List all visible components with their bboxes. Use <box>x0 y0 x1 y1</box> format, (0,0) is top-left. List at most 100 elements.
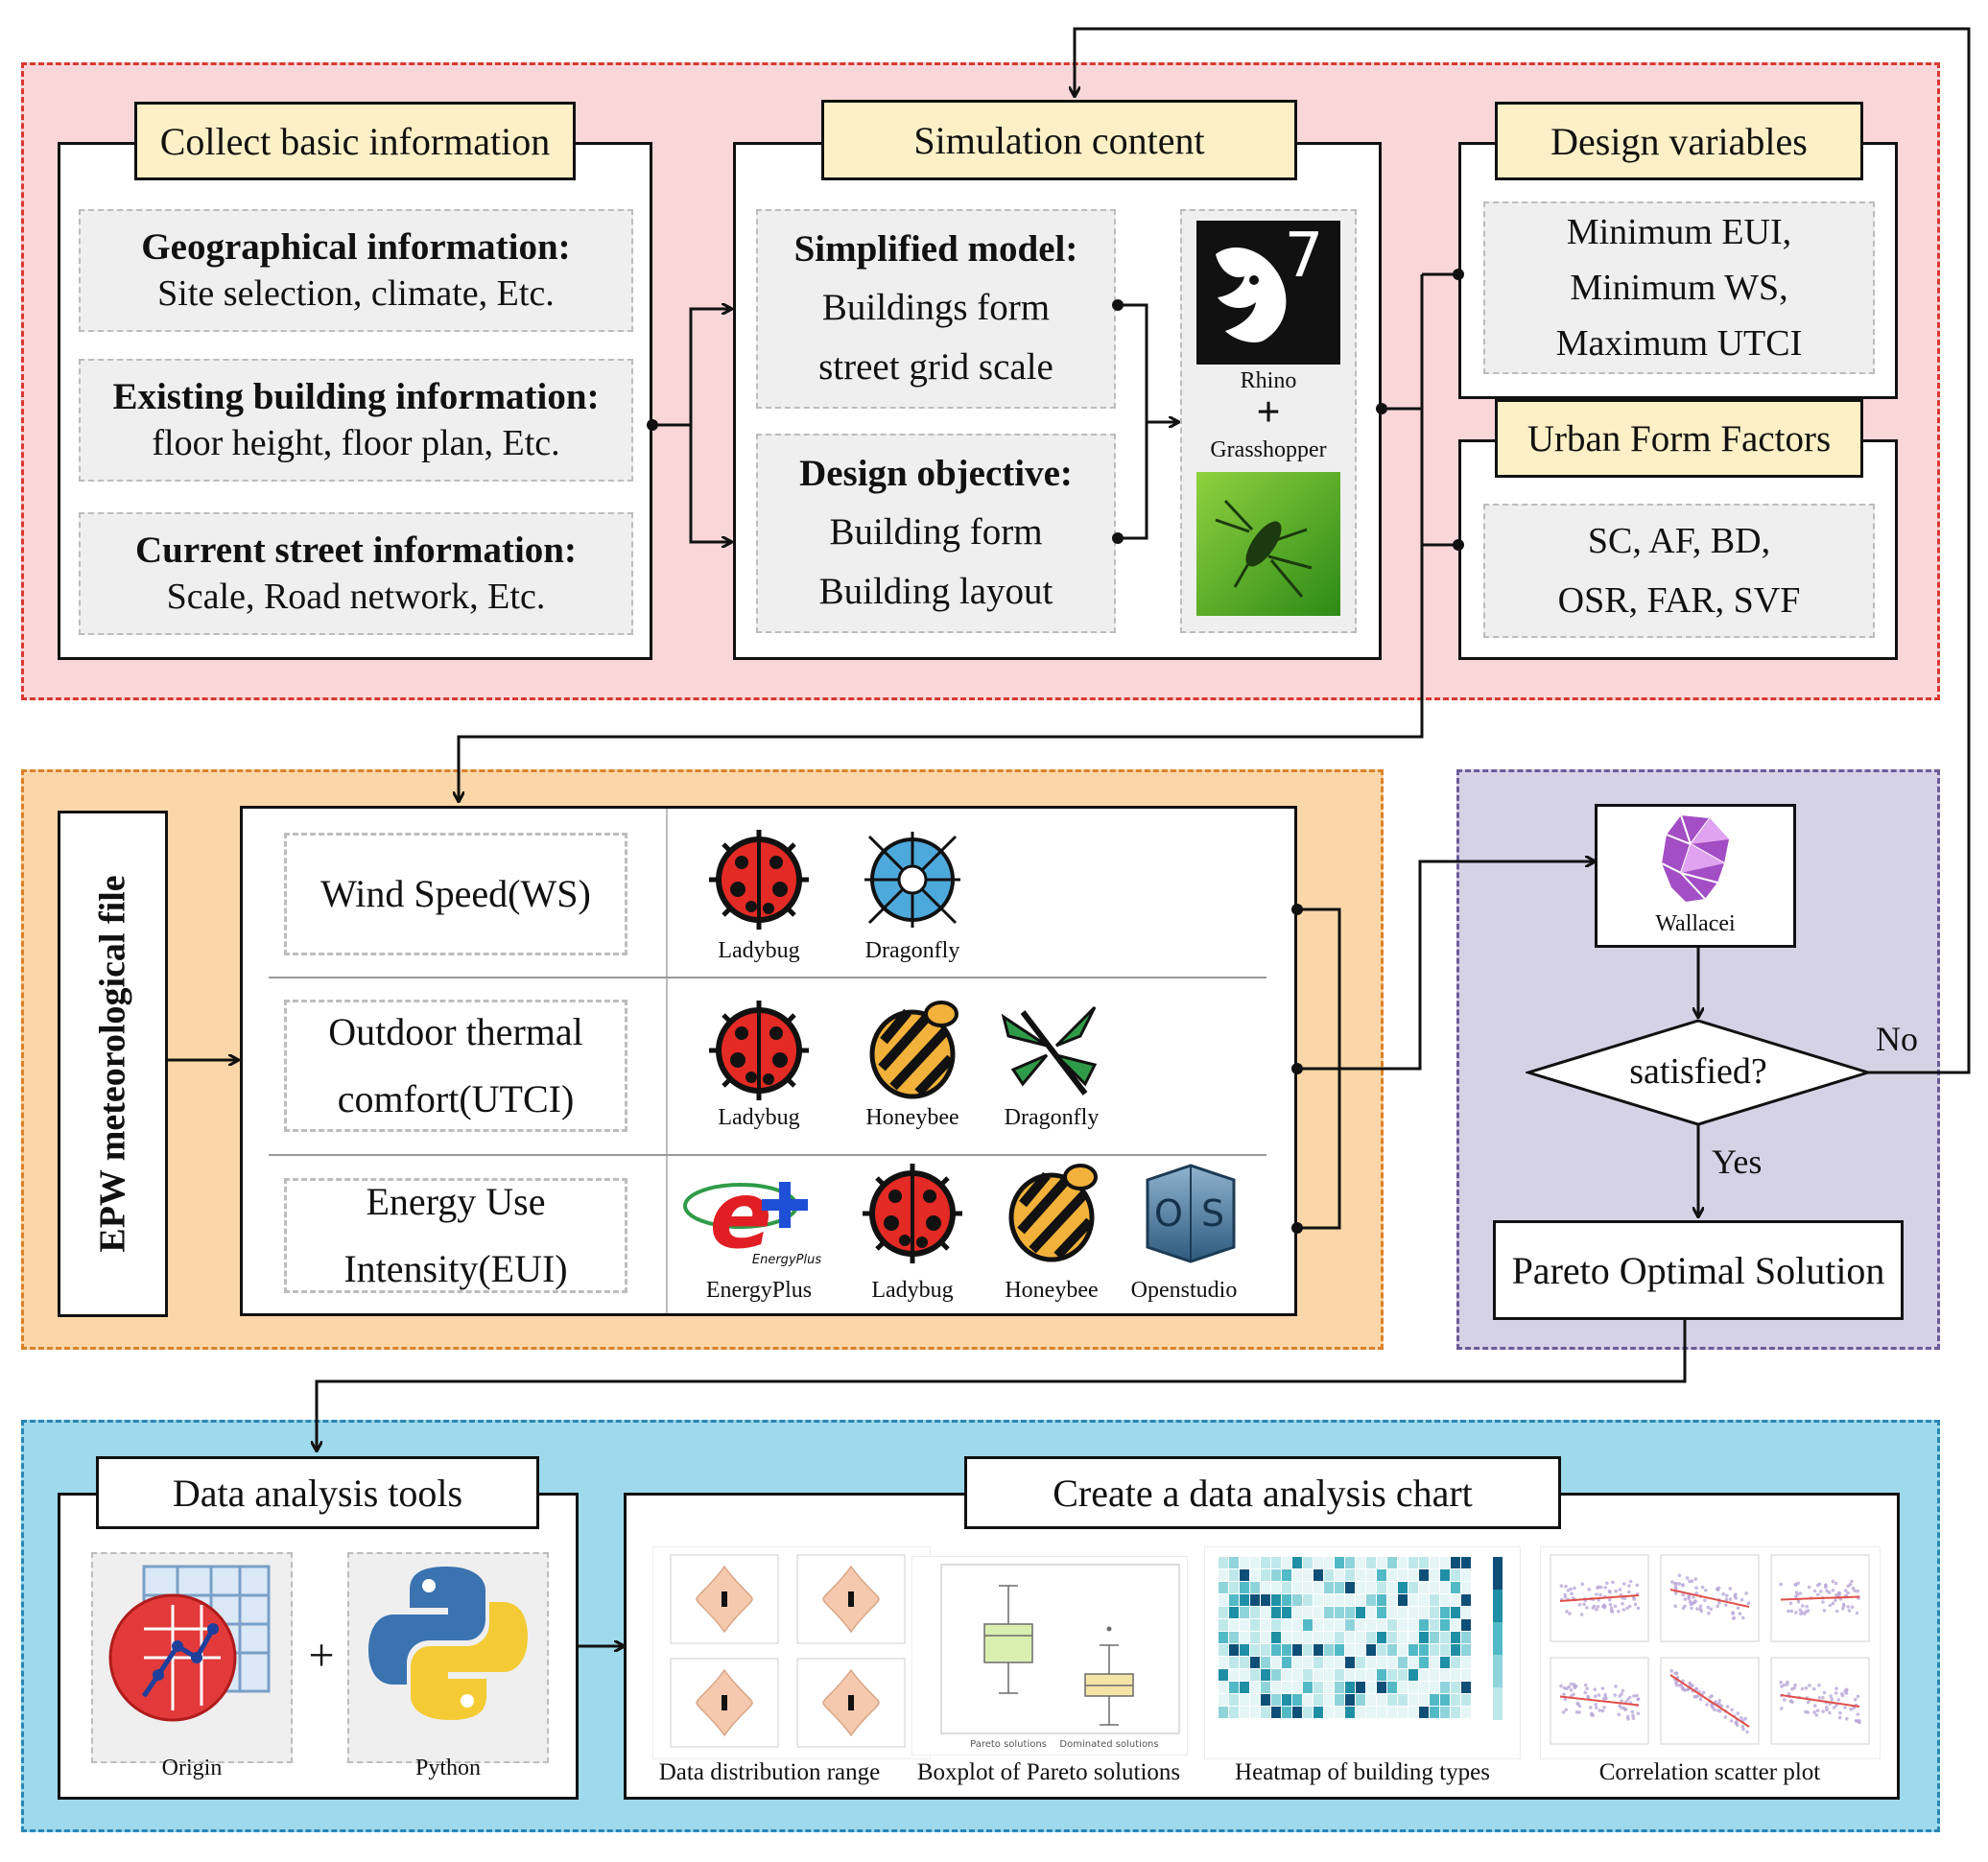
scatter-point <box>1808 1684 1811 1687</box>
honeybee-icon <box>869 1001 958 1099</box>
boxplot-category: Pareto solutions <box>970 1739 1047 1750</box>
heatmap-cell <box>1366 1557 1376 1568</box>
pareto-solution-box: Pareto Optimal Solution <box>1493 1220 1904 1320</box>
scatter-point <box>1830 1697 1834 1701</box>
heatmap-cell <box>1408 1632 1418 1643</box>
heatmap-cell <box>1335 1557 1344 1568</box>
scatter-point <box>1679 1683 1683 1687</box>
heatmap-cell <box>1430 1632 1439 1643</box>
heatmap-cell <box>1324 1669 1334 1681</box>
analysis-tools-title: Data analysis tools <box>96 1456 539 1529</box>
scatter-point <box>1716 1709 1720 1712</box>
boxplot-chart-thumbnail: Pareto solutions Dominated solutions <box>911 1556 1188 1756</box>
heatmap-cell <box>1408 1582 1418 1593</box>
scatter-point <box>1691 1602 1694 1606</box>
heatmap-cell <box>1335 1582 1344 1593</box>
scatter-point <box>1738 1612 1742 1615</box>
scatter-point <box>1562 1692 1566 1696</box>
heatmap-cell <box>1335 1569 1344 1581</box>
row-label-line: Wind Speed(WS) <box>320 872 591 915</box>
scatter-point <box>1850 1579 1854 1584</box>
heatmap-cell <box>1419 1619 1429 1631</box>
scatter-point <box>1562 1685 1567 1690</box>
scatter-point <box>1796 1599 1801 1604</box>
scatter-point <box>1618 1588 1622 1591</box>
heatmap-cell <box>1282 1644 1291 1656</box>
scatter-point <box>1580 1582 1585 1587</box>
scatter-point <box>1598 1592 1602 1597</box>
heatmap-cell <box>1377 1669 1386 1681</box>
scatter-point <box>1585 1686 1589 1690</box>
scatter-point <box>1855 1611 1859 1615</box>
scatter-point <box>1688 1682 1692 1686</box>
card-heading: Design objective: <box>799 453 1073 494</box>
scatter-point <box>1694 1686 1698 1691</box>
scatter-panel-frame <box>1770 1657 1870 1745</box>
heatmap-cell <box>1451 1657 1460 1668</box>
heatmap-cell <box>1261 1582 1270 1593</box>
heatmap-cell <box>1261 1694 1270 1706</box>
scatter-point <box>1582 1602 1586 1607</box>
scatter-point <box>1831 1601 1835 1606</box>
tools-row-divider <box>269 1154 1266 1156</box>
heatmap-cell <box>1219 1557 1228 1568</box>
scatter-point <box>1787 1691 1791 1696</box>
scatter-point <box>1674 1671 1679 1676</box>
card-text: Scale, Road network, Etc. <box>166 577 546 617</box>
heatmap-cell <box>1356 1569 1365 1581</box>
scatter-point <box>1780 1685 1784 1688</box>
heatmap-cell <box>1219 1594 1228 1606</box>
row-label-line: comfort(UTCI) <box>337 1077 575 1120</box>
heatmap-cell <box>1451 1707 1460 1718</box>
heatmap-cell <box>1398 1657 1408 1668</box>
heatmap-cell <box>1356 1619 1365 1631</box>
scatter-point <box>1569 1587 1573 1591</box>
heatmap-cell <box>1356 1582 1365 1593</box>
scatter-point <box>1731 1611 1735 1615</box>
scatter-point <box>1585 1606 1589 1610</box>
heatmap-cell <box>1324 1569 1334 1581</box>
scatter-point <box>1717 1601 1721 1605</box>
scatter-point <box>1628 1579 1633 1584</box>
heatmap-cell <box>1451 1569 1460 1581</box>
heatmap-cell <box>1314 1594 1323 1606</box>
scatter-point <box>1598 1585 1603 1590</box>
heatmap-cell <box>1366 1619 1376 1631</box>
heatmap-cell <box>1314 1632 1323 1643</box>
heatmap-cell <box>1377 1619 1386 1631</box>
tool-label: Ladybug <box>718 938 800 963</box>
heatmap-cell <box>1271 1569 1281 1581</box>
scatter-svg <box>1550 1554 1870 1745</box>
scatter-point <box>1840 1692 1844 1696</box>
scatter-point <box>1631 1716 1636 1720</box>
heatmap-cell <box>1303 1569 1313 1581</box>
heatmap-cell <box>1419 1582 1429 1593</box>
scatter-point <box>1588 1706 1593 1709</box>
scatter-point <box>1804 1709 1808 1714</box>
scatter-point <box>1831 1579 1835 1584</box>
scatter-point <box>1724 1597 1729 1601</box>
heatmap-cell <box>1303 1607 1313 1618</box>
scatter-point <box>1728 1587 1733 1591</box>
heatmap-cell <box>1335 1682 1344 1693</box>
heatmap-cell <box>1335 1594 1344 1606</box>
heatmap-cell <box>1219 1644 1228 1656</box>
heatmap-cell <box>1282 1607 1291 1618</box>
scatter-point <box>1821 1600 1825 1604</box>
heatmap-cell <box>1387 1594 1397 1606</box>
tool-label: Ladybug <box>718 1105 800 1130</box>
heatmap-cell <box>1356 1694 1365 1706</box>
heatmap-cell <box>1356 1557 1365 1568</box>
heatmap-cell <box>1303 1619 1313 1631</box>
scatter-point <box>1728 1597 1733 1601</box>
heatmap-cell <box>1419 1607 1429 1618</box>
scatter-point <box>1843 1589 1848 1592</box>
card-heading: Current street information: <box>135 530 577 571</box>
heatmap-cell <box>1408 1594 1418 1606</box>
scatter-point <box>1690 1606 1693 1611</box>
heatmap-cell <box>1292 1644 1302 1656</box>
scatter-point <box>1821 1696 1825 1700</box>
heatmap-cell <box>1461 1694 1471 1706</box>
scatter-point <box>1627 1695 1632 1700</box>
scatter-point <box>1834 1581 1838 1586</box>
